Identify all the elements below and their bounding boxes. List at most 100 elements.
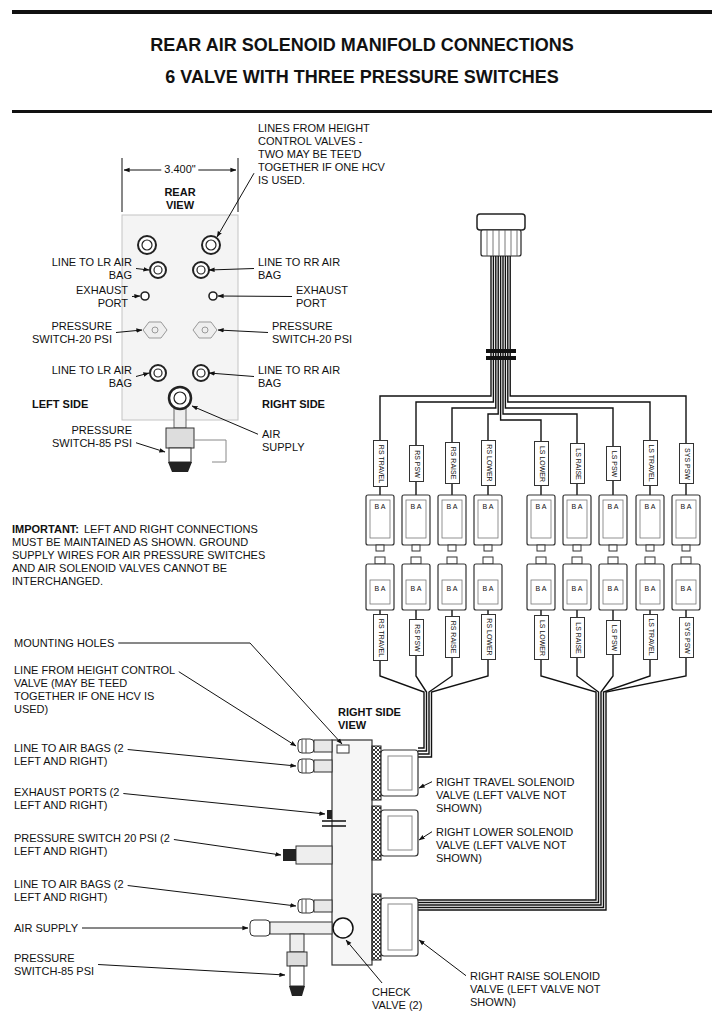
wire-tag: RS PSW	[409, 445, 424, 482]
wire	[418, 610, 599, 903]
wire	[418, 610, 650, 908]
connector-inner	[442, 500, 462, 538]
pin-label: B A	[375, 585, 386, 593]
fitting	[193, 365, 209, 381]
leader-line	[419, 832, 432, 840]
connector-housing	[636, 564, 664, 610]
right-side-view	[250, 739, 418, 996]
tag-text: RS TRAVEL	[377, 444, 385, 482]
leader-lines	[82, 173, 466, 983]
wire	[418, 610, 596, 900]
leader-line	[136, 269, 149, 271]
connector-housing	[563, 495, 591, 545]
wire-tag: LS RAISE	[570, 443, 585, 484]
top-rule	[12, 10, 712, 14]
callout-label: LINE TO RR AIR BAG	[258, 256, 342, 282]
callout-label: PRESSURE SWITCH-85 PSI	[14, 952, 114, 978]
wire	[418, 610, 686, 910]
connector-inner	[676, 500, 696, 538]
wire	[503, 256, 577, 495]
connector-housing	[474, 564, 502, 610]
pin-label: B A	[645, 585, 656, 593]
leader-line	[174, 840, 281, 856]
connector-inner	[370, 500, 390, 538]
connector-inner	[603, 580, 623, 604]
connector-inner	[531, 500, 551, 538]
callout-label: PRESSURE SWITCH-20 PSI	[12, 320, 112, 346]
side-label: RIGHT SIDE	[262, 398, 325, 411]
note-heading: IMPORTANT:	[12, 523, 79, 536]
tag-text: LS TRAVEL	[647, 444, 655, 481]
plug-ribs	[487, 230, 517, 256]
fitting-bore	[197, 266, 205, 274]
leader-line	[419, 940, 466, 976]
connector-latch	[681, 557, 691, 564]
leader-line	[128, 886, 296, 907]
connector-housing	[402, 495, 430, 545]
tag-text: RS PSW	[413, 450, 421, 478]
side-label: LEFT SIDE	[32, 398, 88, 411]
connector-housing	[527, 564, 555, 610]
fitting	[169, 387, 191, 409]
callout-label: AIR SUPPLY	[14, 922, 78, 935]
fitting	[193, 262, 209, 278]
connector-inner	[406, 500, 426, 538]
connector-housing	[527, 495, 555, 545]
connector-housing	[474, 495, 502, 545]
connector-housing	[636, 495, 664, 545]
wire-tag: LS LOWER	[534, 441, 549, 486]
view-label: RIGHT SIDE VIEW	[338, 706, 418, 732]
connector-latch	[536, 557, 546, 564]
fitting-nut	[314, 900, 332, 912]
leader-line	[128, 750, 296, 767]
callout-label: LINE TO LR AIR BAG	[48, 256, 132, 282]
fitting-bore	[206, 240, 216, 250]
pin-label: B A	[447, 585, 458, 593]
connector-housing	[599, 564, 627, 610]
callout-label: MOUNTING HOLES	[14, 637, 114, 650]
wire-tag: LS TRAVEL	[643, 614, 658, 660]
leader-line	[82, 928, 248, 929]
connector-latch	[448, 545, 456, 551]
connector-latch	[412, 545, 420, 551]
wire	[418, 610, 613, 905]
manifold-body	[122, 215, 238, 420]
tag-text: LS PSW	[610, 624, 618, 650]
section-break	[322, 821, 346, 826]
solenoid-cap	[388, 816, 412, 850]
fitting-ribs	[302, 739, 306, 753]
wire-tag: SYS PSW	[679, 617, 694, 658]
connector-inner	[640, 580, 660, 604]
mounting-hole	[337, 745, 349, 753]
callout-label: LINES FROM HEIGHT CONTROL VALVES - TWO M…	[258, 122, 386, 187]
solenoid-body	[381, 898, 418, 956]
switch-body	[166, 428, 194, 448]
callout-label: RIGHT TRAVEL SOLENOID VALVE (LEFT VALVE …	[436, 776, 588, 815]
tag-text: LS LOWER	[538, 619, 546, 655]
connector-latch	[411, 557, 421, 564]
connector-latch	[573, 545, 581, 551]
pressure-switch-hex	[143, 322, 167, 338]
extension-line	[122, 158, 238, 212]
plug-cap	[477, 214, 525, 230]
pin-label: B A	[536, 503, 547, 511]
callout-label: PRESSURE SWITCH-85 PSI	[32, 424, 132, 450]
wire-tag: LS PSW	[606, 620, 621, 655]
pin-label: B A	[447, 503, 458, 511]
switch-cap	[169, 448, 191, 462]
fitting-bore	[154, 369, 162, 377]
connector-inner	[478, 580, 498, 604]
fitting-ribs	[302, 759, 306, 773]
connector-latch	[646, 545, 654, 551]
tee-branch	[290, 934, 304, 952]
switch-terminal	[283, 849, 296, 861]
cable-tie	[486, 356, 516, 360]
connector-latch	[682, 545, 690, 551]
solenoid-cap	[388, 904, 412, 950]
leader-line	[123, 794, 325, 815]
pressure-switch-hex	[193, 322, 217, 338]
supply-fitting	[250, 920, 270, 936]
wire-tag: LS RAISE	[570, 617, 585, 658]
solenoid-body	[381, 750, 418, 796]
